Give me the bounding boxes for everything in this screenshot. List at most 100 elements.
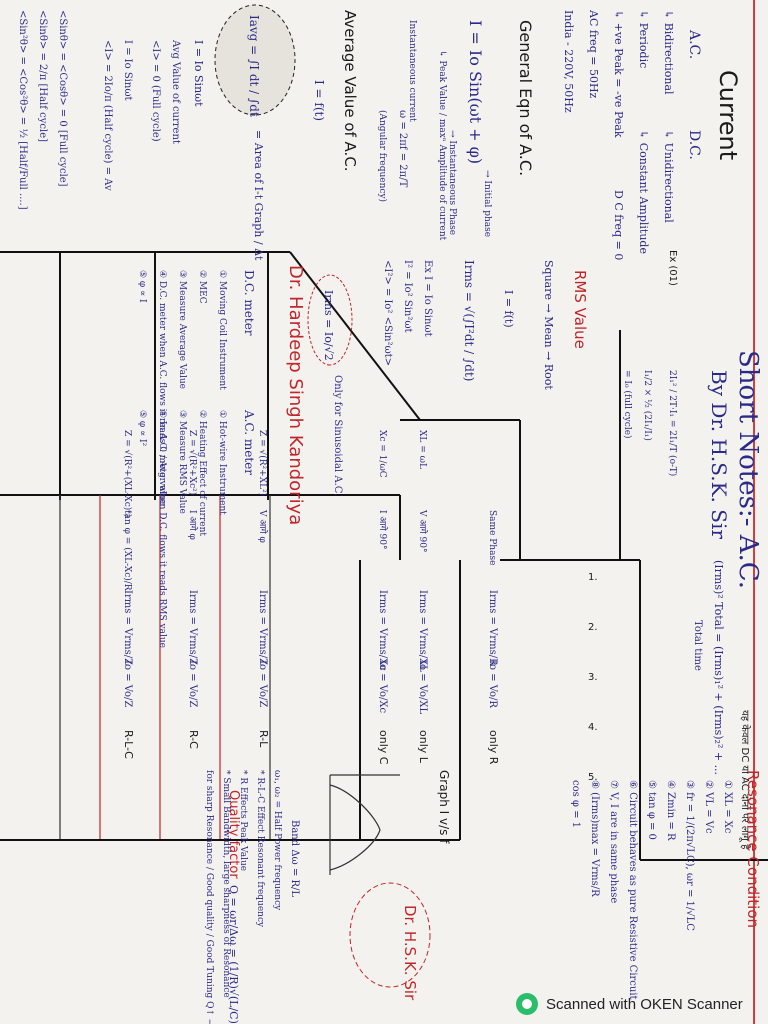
resonance-item: ⑥ Circuit behaves as pure Resistive Circ… [627,780,638,1000]
author-name: Dr. Hardeep Singh Kandoriya [285,265,306,525]
circuit-cell: only C [377,730,390,765]
rms-eq: Irms = √(∫I²dt / ∫dt) [462,260,476,381]
eq-label: → Initial phase [482,170,492,237]
resonance-section: Resonance Condition [744,770,762,928]
resonance-note: ω₁, ω₂ = Half Power frequency [272,770,282,911]
circuit-cell: Irms = Vrms/R [487,590,498,666]
rms-sub: Square → Mean → Root [542,260,555,390]
rms-bubble [307,274,353,366]
dc-meter-item: ③ Measure Average Value [177,270,187,389]
ac-meter-item: ④ In A.C. meter when D.C. flows it reads… [157,410,167,648]
dc-meter-head: D.C. meter [242,270,256,336]
resonance-item: ⑦ V, I are in same phase [608,780,619,903]
resonance-list: ① XL = Xc ② VL = Vc ③ fr = 1/(2π√LC), ωr =… [570,780,733,1000]
dc-meter-item: ② MEC [197,270,207,304]
scanner-watermark: Scanned with OKEN Scanner [516,990,743,1018]
omega-eq: ω = 2πf = 2π/T [397,110,408,188]
cloud-stamp-text: Dr. H.S.K. Sir [401,905,419,1001]
rms-total: (Irms)² Total = (Irms)₁² + (Irms)₂² + ..… [692,560,725,775]
avg-formula: Iavg = ∫I dt / ∫dt [247,15,261,117]
ac-meter-item: ⑤ φ ∝ I² [137,410,147,447]
dc-meter-item: ① Moving Coil Instrument [217,270,227,390]
rms-frac: = I₀ (full cycle) [622,370,633,439]
eq-label: ↳ Peak Value / maxⁿ Amplitude of current [437,50,447,241]
average-heading: Average Value of A.C. [341,10,359,172]
resonance-note: for sharp Resonance / Good quality / Goo… [204,770,214,1024]
example-label: Ex (01) [667,250,678,286]
dc-point: D C freq = 0 [612,190,625,260]
circuit-cell: Same Phase [487,510,497,565]
resonance-item: ⑤ tan φ = 0 [646,780,657,840]
resonance-item: ① XL = Xc [722,780,733,834]
rms-eq: I² = Io² Sin²ωt [402,260,413,333]
avg-eq: = Area of I-t Graph / Δt [252,130,265,261]
row-number: 4. [588,722,598,733]
rms-eq: I = f(t) [502,290,515,328]
resonance-graph [329,774,400,875]
circuit-cell: Irms = Vrms/Z [257,590,268,665]
grid-lines [0,251,768,861]
ac-meter-item: ③ Measure RMS Value [177,410,187,514]
dc-meter-item: ⑤ φ ∝ I [137,270,147,303]
general-eq: I = Io Sin(ωt + φ) [466,20,485,164]
hindi-note: यह केवल DC या AC दोनों पर लागू है [739,710,751,850]
meters-section: D.C. meter A.C. meter ① Moving Coil Inst… [137,270,256,648]
resonance-item: ④ Zmin = R [665,780,676,841]
rms-result: Irms = Io/√2 [322,290,335,361]
rms-section: RMS Value Square → Mean → Root I = f(t) … [307,250,678,496]
circuit-cell: Z = √(R²+XL²) [257,430,268,496]
author-stamp: Dr. Hardeep Singh Kandoriya [285,265,306,525]
circuit-cell: R-L-C [122,730,135,759]
circuit-cell: Io = Vo/R [487,660,498,708]
quality-eq: Q = ωr/Δω = (1/R)√(L/C) [227,885,240,1024]
ac-point: ↳ Bidirectional [662,10,675,95]
avg-eq: Avg Value of current [170,39,181,144]
circuit-cell: Z = √(R²+(XL-Xc)²) [122,430,133,517]
rms-heading: RMS Value [571,270,589,349]
circuit-cell: Irms = Vrms/Z [122,590,133,665]
resonance-item: cos φ = 1 [570,780,581,828]
rms-frac: 2I₁² / 2T·I₁ = 2I₁/T (o-T) [667,370,678,476]
dc-label: D.C. [686,130,702,160]
circuit-cell: Io = Vo/Xc [377,660,388,714]
dc-point: ↳ Unidirectional [662,130,675,223]
avg-list-item: <Sinθ> = 2/π [Half cycle] [37,10,48,142]
avg-eq: <I> = 0 (Full cycle) [150,40,161,142]
resonance-note: * Small Bandwidth, large sharpness of Re… [221,770,231,998]
circuit-cell: Io = Vo/XL [417,660,428,715]
avg-list-item: <Sin²θ> = <Cos²θ> = ½ [Half/Full ....] [17,10,28,210]
circuit-cell: Io = Vo/Z [257,660,268,707]
circuit-cell: Irms = Vrms/XL [417,590,428,672]
circuit-cell: Z = √(R²+Xc²) [187,430,198,495]
current-heading: Current [714,70,742,160]
resonance-item: ② VL = Vc [703,780,714,834]
circuit-cell: only L [417,730,430,764]
circuit-cell: XL = ωL [417,430,427,469]
eq-label: (Angular frequency) [377,110,388,202]
circuit-cell: R-C [187,730,200,749]
dc-point: ↳ Constant Amplitude [637,130,650,254]
row-number: 2. [588,622,598,633]
bandwidth-eq: Band Δω = R/L [289,820,300,897]
rms-frac: I₁/2 × ½ (2I₁/I₁) [642,370,653,441]
circuit-cell: V आगे 90° [417,509,429,552]
dc-meter-item: ④ D.C. meter when A.C. flows it reads 0 … [157,270,167,505]
graph-section: Graph I v/s f [437,770,451,844]
rms-eq: Ex I = Io Sinωt [422,260,433,337]
avg-list-item: <Sinθ> = <Cosθ> = 0 [Full cycle] [57,10,68,187]
resonance-notes: ω₁, ω₂ = Half Power frequency * R-L-C Eff… [204,770,282,1024]
circuit-cell: Irms = Vrms/Xc [377,590,388,671]
average-section: Average Value of A.C. I = f(t) Iavg = ∫I… [17,4,359,261]
resonance-note: * R-L-C Effect Resonant frequency [255,770,265,928]
row-number: 1. [588,572,598,583]
circuit-cell: Io = Vo/Z [122,660,133,707]
resonance-item: ③ fr = 1/(2π√LC), ωr = 1/√LC [684,780,695,931]
avg-eq: <I> = 2Io/π (Half cycle) = Av [102,40,113,191]
